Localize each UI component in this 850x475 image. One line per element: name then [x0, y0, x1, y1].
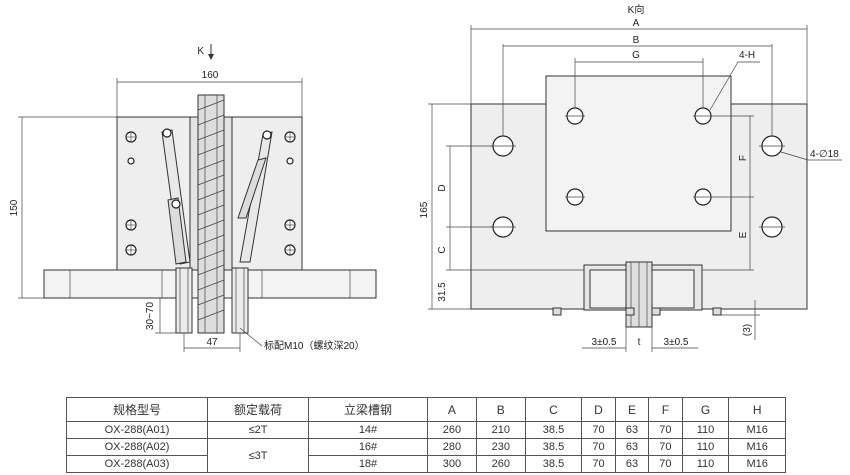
cell-g: 110 [681, 438, 730, 456]
cell-load: ≤2T [207, 421, 309, 439]
cell-a: 280 [427, 438, 477, 456]
col-header: A [427, 397, 477, 422]
cell-channel: 14# [308, 421, 428, 439]
label-k: K [197, 46, 204, 57]
col-header: D [581, 397, 616, 422]
cell-d: 70 [581, 455, 616, 473]
cell-f: 70 [648, 438, 683, 456]
k-arrow-icon [208, 54, 214, 60]
table-header-row: 规格型号 额定载荷 立梁槽钢 A B C D E F G H [66, 397, 786, 422]
cell-a: 260 [427, 421, 477, 439]
left-view: 160 K 150 30~70 47 标配M10（螺纹深20） [9, 44, 377, 352]
dim-e: E [738, 231, 749, 238]
cell-c: 38.5 [524, 438, 583, 456]
dim-tol-left: 3±0.5 [592, 337, 617, 348]
spec-table: 规格型号 额定载荷 立梁槽钢 A B C D E F G H OX-288(A0… [66, 397, 786, 473]
cell-d: 70 [581, 421, 616, 439]
cell-f: 70 [648, 421, 683, 439]
dim-a: A [633, 18, 640, 29]
table-row: OX-288(A02) ≤3T 16# 280 230 38.5 70 63 7… [66, 438, 786, 473]
cell-channel: 18# [308, 455, 428, 473]
cell-f: 70 [648, 455, 683, 473]
dim-h: 4-H [739, 50, 755, 61]
dim-height: 150 [9, 199, 20, 216]
cell-b: 210 [475, 421, 526, 439]
dim-stud: 30~70 [145, 302, 156, 331]
dim-t: t [638, 337, 641, 348]
cell-load: ≤3T [207, 438, 309, 473]
col-header: 额定载荷 [207, 397, 309, 422]
cell-h: M16 [728, 455, 786, 473]
right-stud [231, 267, 249, 334]
cell-a: 300 [427, 455, 477, 473]
col-header: 立梁槽钢 [308, 397, 428, 422]
right-view: K向 A [419, 3, 842, 352]
outer-holes [490, 135, 785, 238]
col-header: C [524, 397, 583, 422]
inner-holes [565, 107, 713, 206]
cell-e: 63 [614, 438, 650, 456]
dim-gap3: (3) [742, 324, 753, 336]
cell-channel: 16# [308, 438, 428, 456]
dim-hole18: 4-∅18 [810, 149, 839, 160]
cell-c: 38.5 [524, 455, 583, 473]
cell-e: 63 [614, 421, 650, 439]
left-stud [175, 267, 193, 334]
dim-tol-right: 3±0.5 [664, 337, 689, 348]
dim-f: F [738, 155, 749, 161]
cell-e: 63 [614, 455, 650, 473]
col-header: 规格型号 [66, 397, 208, 422]
center-channel [197, 94, 225, 334]
table-row: OX-288(A03) 18# 300 260 38.5 70 63 70 11… [66, 455, 786, 473]
cell-d: 70 [581, 438, 616, 456]
dim-165: 165 [419, 201, 430, 218]
view-title: K向 [628, 3, 645, 16]
channel-hatch [197, 99, 225, 321]
table-row: OX-288(A01) ≤2T 14# 260 210 38.5 70 63 7… [66, 421, 786, 439]
col-header: G [681, 397, 730, 422]
cell-c: 38.5 [524, 421, 583, 439]
dim-c: C [437, 246, 448, 253]
cell-g: 110 [681, 421, 730, 439]
dim-g: G [632, 50, 640, 61]
cell-b: 260 [475, 455, 526, 473]
cell-b: 230 [475, 438, 526, 456]
col-header: H [728, 397, 786, 422]
col-header: E [614, 397, 650, 422]
dim-31: 31.5 [437, 282, 448, 302]
cell-model: OX-288(A02) [66, 438, 208, 456]
cell-g: 110 [681, 455, 730, 473]
cell-h: M16 [728, 421, 786, 439]
plate-bolts [125, 131, 296, 256]
dim-b: B [633, 35, 640, 46]
cell-model: OX-288(A01) [66, 421, 208, 439]
cell-model: OX-288(A03) [66, 455, 208, 473]
dim-d: D [437, 184, 448, 191]
note-m10: 标配M10（螺纹深20） [264, 339, 365, 352]
col-header: F [648, 397, 683, 422]
technical-drawing: 160 K 150 30~70 47 标配M10（螺纹深20） K向 [9, 3, 842, 352]
col-header: B [475, 397, 526, 422]
dim-width: 160 [202, 70, 219, 81]
dim-gap: 47 [206, 337, 218, 348]
cell-h: M16 [728, 438, 786, 456]
